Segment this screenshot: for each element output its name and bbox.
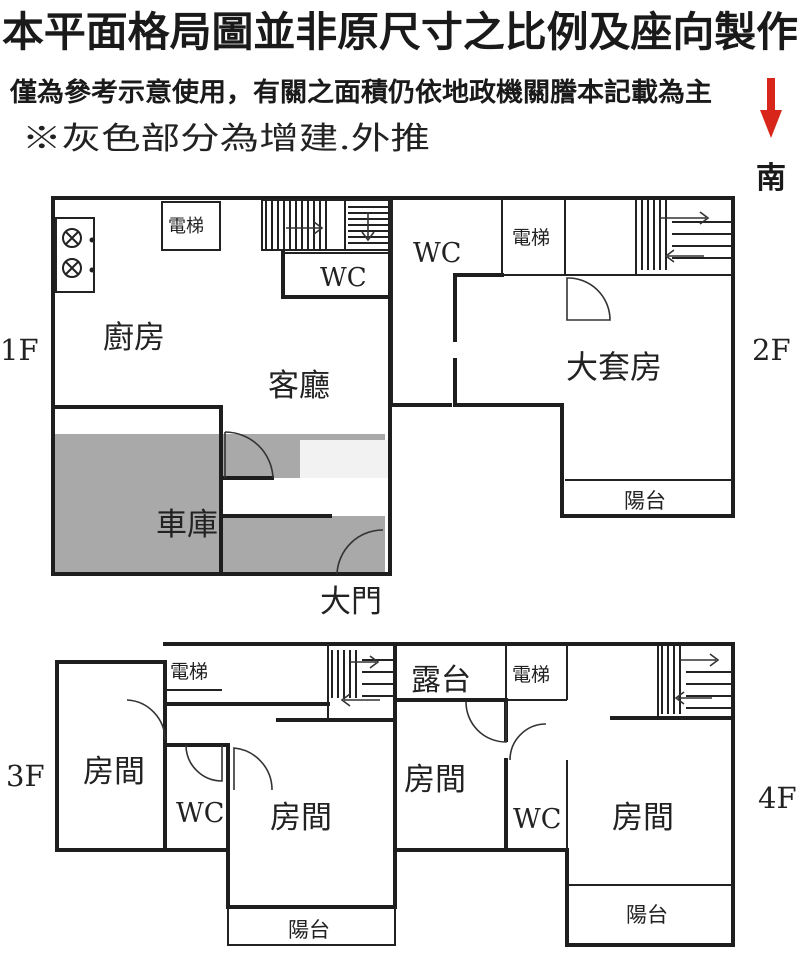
- door-swing-icon: [509, 723, 547, 761]
- floor-4f-label: 4F: [758, 781, 797, 815]
- living-room-label: 客廳: [268, 368, 330, 404]
- plan-subtitle: 僅為參考示意使用，有關之面積仍依地政機關謄本記載為主: [9, 77, 712, 108]
- floor-2f: WC 電梯 大套房 陽台 2F: [390, 196, 791, 518]
- floor-3f: 電梯 房間 WC 房間 陽台 3F: [6, 642, 397, 946]
- wc-4f-label: WC: [513, 804, 561, 835]
- main-gate-label: 大門: [320, 584, 382, 620]
- elevator-3f-label: 電梯: [170, 661, 208, 683]
- door-swing-icon: [336, 529, 384, 575]
- terrace-label: 露台: [411, 663, 471, 698]
- door-swing-icon: [185, 744, 223, 782]
- room-4f-left-label: 房間: [404, 762, 466, 798]
- compass-label: 南: [756, 161, 786, 196]
- elevator-2f-label: 電梯: [512, 227, 550, 249]
- elevator-4f-label: 電梯: [512, 664, 550, 686]
- stairs-icon: [641, 200, 733, 270]
- floor-1f-label: 1F: [0, 333, 39, 367]
- stairs-icon: [661, 646, 733, 714]
- room-4f-main-label: 房間: [612, 800, 674, 836]
- stove-icon: [55, 217, 95, 293]
- room-3f-left-label: 房間: [83, 754, 145, 790]
- kitchen-label: 廚房: [103, 320, 165, 356]
- balcony-3f-label: 陽台: [288, 918, 330, 942]
- wc-3f-label: WC: [176, 798, 224, 829]
- floor-1f-outline: [51, 196, 392, 576]
- extension-note: ※灰色部分為增建.外推: [22, 121, 430, 157]
- door-swing-icon: [224, 431, 274, 479]
- floor-4f: 露台 電梯 房間 WC 房間 陽台 4F: [393, 642, 797, 947]
- floor-2f-label: 2F: [752, 333, 791, 367]
- door-swing-icon: [465, 701, 507, 743]
- wc-1f-label: WC: [320, 263, 367, 293]
- master-suite-label: 大套房: [566, 348, 662, 386]
- elevator-1f-label: 電梯: [168, 216, 204, 237]
- door-swing-icon: [233, 747, 273, 791]
- wc-2f-label: WC: [413, 238, 461, 269]
- balcony-2f-label: 陽台: [624, 489, 666, 513]
- room-3f-main-label: 房間: [270, 800, 332, 836]
- stairs-icon: [261, 199, 391, 251]
- stairs-icon: [331, 650, 395, 707]
- door-swing-icon: [126, 699, 166, 741]
- garage-label: 車庫: [156, 507, 218, 543]
- south-arrow-icon: [760, 78, 782, 138]
- floor-1f: 電梯 WC 廚房 客廳 車庫 大門 1F: [0, 196, 392, 620]
- balcony-4f-label: 陽台: [626, 903, 668, 927]
- door-swing-icon: [566, 277, 611, 321]
- elevator-1f: [161, 201, 221, 251]
- floor-3f-label: 3F: [6, 759, 45, 793]
- plan-title: 本平面格局圖並非原尺寸之比例及座向製作: [2, 8, 798, 56]
